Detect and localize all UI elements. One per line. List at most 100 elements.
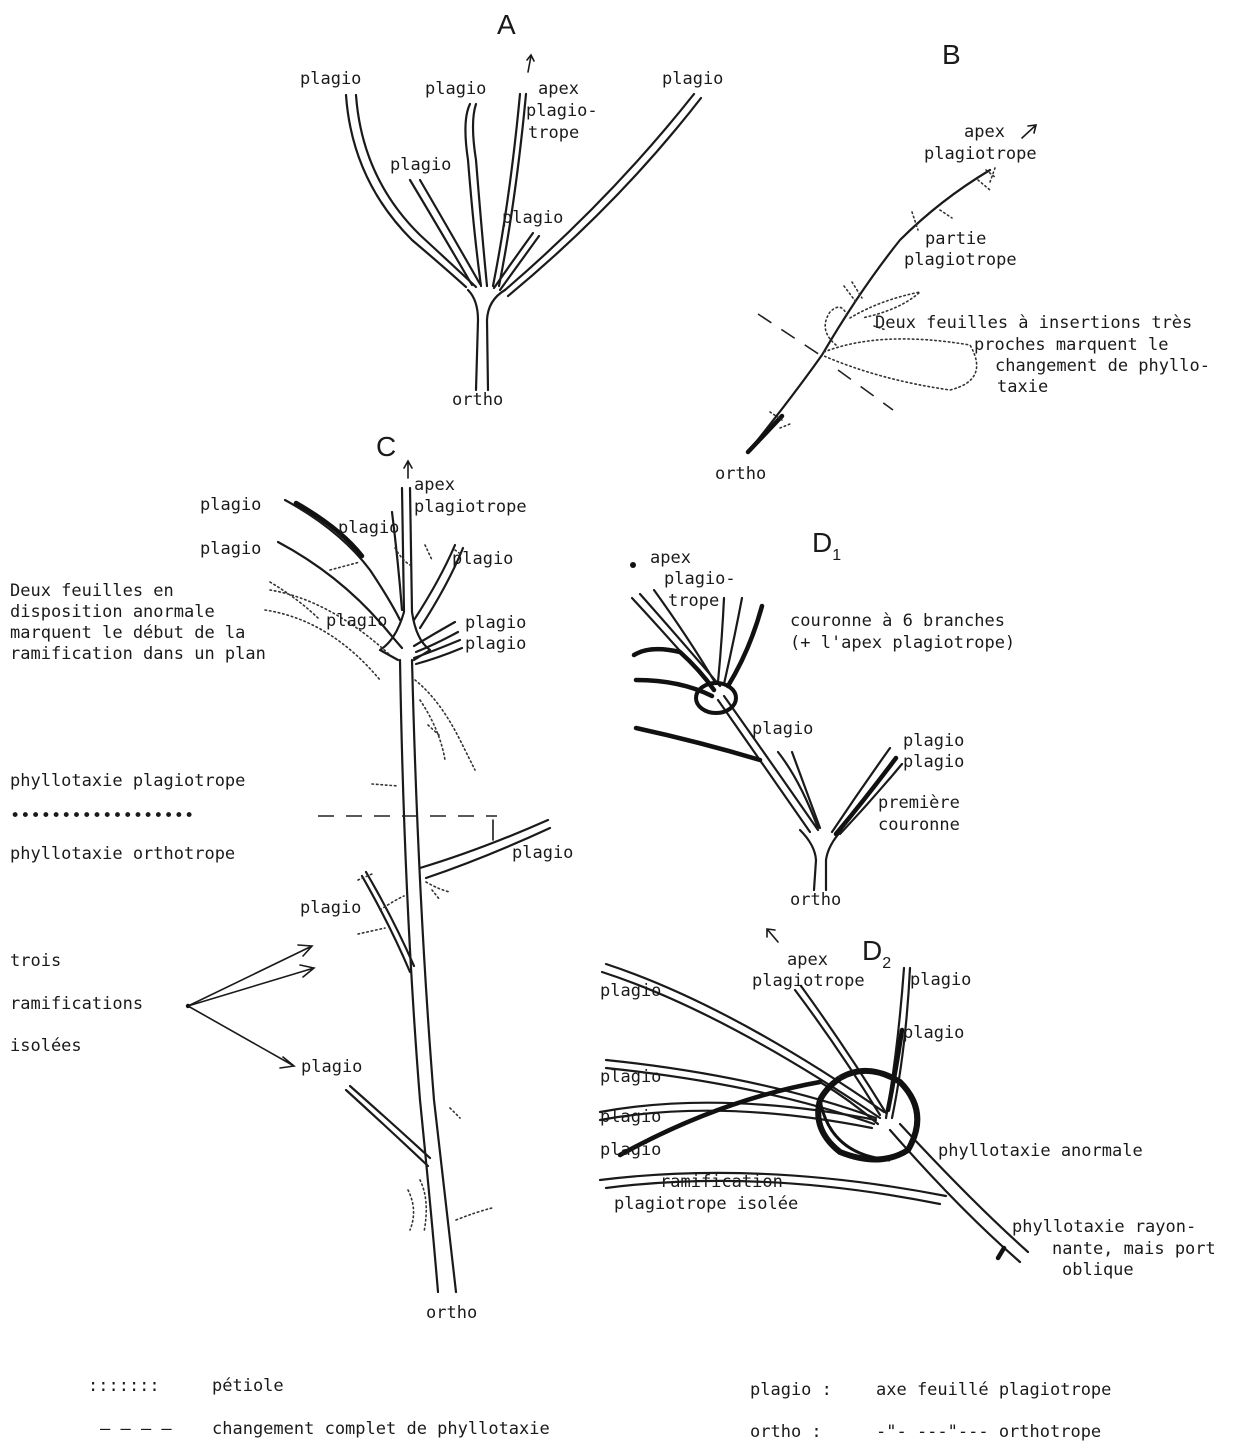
label-plagiotrope-isolee: plagiotrope isolée — [614, 1194, 798, 1214]
legend-ortho-definition: -"- ---"--- orthotrope — [876, 1422, 1101, 1442]
label-plagio: plagio — [903, 731, 964, 751]
arrow-isolated-3 — [188, 1006, 294, 1068]
dotted-separator: •••••••••••••••••• — [10, 806, 194, 826]
panel-d1-crown-circle — [696, 683, 736, 713]
panel-d1-trunk — [800, 830, 816, 890]
label-couronne-6: couronne à 6 branches — [790, 611, 1005, 631]
panel-c-branch-right-1 — [414, 622, 455, 646]
panel-c-branch-right-upper — [414, 545, 455, 620]
panel-b-heading: B — [942, 39, 961, 70]
label-plagio: plagio — [502, 208, 563, 228]
label-apex: apex — [414, 475, 455, 495]
label-ramifications: ramifications — [10, 994, 143, 1014]
panel-a-branch-left — [346, 95, 466, 287]
panel-c-heading: C — [376, 431, 396, 462]
legend: ::::::: pétiole — — — — changement compl… — [88, 1376, 1111, 1442]
panel-c: C — [10, 431, 573, 1323]
panel-d1: D1 apex plagio- trope couronne à 6 branc… — [630, 527, 1015, 910]
panel-c-apex-arrow — [404, 461, 412, 478]
arrow-isolated-1 — [188, 945, 312, 1006]
label-partie: partie — [925, 229, 986, 249]
label-ortho: ortho — [426, 1303, 477, 1323]
label-apex: apex — [964, 122, 1005, 142]
label-plagio: plagio — [452, 549, 513, 569]
note-line: disposition anormale — [10, 602, 215, 622]
panel-b-change-line — [758, 314, 820, 355]
label-plagiotrope: plagiotrope — [904, 250, 1017, 270]
label-ortho: ortho — [715, 464, 766, 484]
panel-a-branch-inner-left — [410, 180, 472, 285]
legend-dash-symbol: — — — — — [100, 1419, 172, 1439]
label-deux-feuilles: Deux feuilles à insertions très — [875, 313, 1192, 333]
label-couronne: couronne — [878, 815, 960, 835]
panel-a-ortho-trunk-left — [468, 290, 478, 390]
label-trope: trope — [668, 591, 719, 611]
label-phyllotaxie-rayon: phyllotaxie rayon- — [1012, 1217, 1196, 1237]
panel-a-ortho-trunk-right — [487, 290, 505, 390]
label-ramification: ramification — [660, 1172, 783, 1192]
legend-plagio-definition: axe feuillé plagiotrope — [876, 1380, 1111, 1400]
panel-b-stem — [748, 170, 990, 452]
label-plagio: plagio — [752, 719, 813, 739]
panel-a: A plagio plagio apex plagio- trope plagi… — [300, 9, 723, 410]
panel-b: B apex plagiotrope partie plagiotrope De… — [715, 39, 1210, 484]
label-proches: proches marquent le — [974, 335, 1168, 355]
label-plagio: plagio — [465, 634, 526, 654]
label-apex-plagiotrope-note: (+ l'apex plagiotrope) — [790, 633, 1015, 653]
panel-c-abnormal-leaves — [265, 582, 390, 680]
legend-changement-label: changement complet de phyllotaxie — [212, 1419, 550, 1439]
label-apex: apex — [787, 950, 828, 970]
label-plagio: plagio — [326, 611, 387, 631]
label-trois: trois — [10, 951, 61, 971]
label-plagio: plagio — [600, 1107, 661, 1127]
label-plagiotrope: plagiotrope — [414, 497, 527, 517]
label-plagio: plagio — [600, 1067, 661, 1087]
label-phyllotaxie-orthotrope: phyllotaxie orthotrope — [10, 844, 235, 864]
panel-b-leaf-large — [824, 339, 977, 390]
label-plagio: plagio — [903, 1023, 964, 1043]
label-phyllotaxie-anormale: phyllotaxie anormale — [938, 1141, 1143, 1161]
label-taxie: taxie — [997, 377, 1048, 397]
label-plagio: plagio — [338, 518, 399, 538]
panel-c-branch-left-isolated — [362, 876, 410, 972]
label-plagiotrope: plagiotrope — [924, 144, 1037, 164]
label-apex: apex — [538, 79, 579, 99]
label-plagio: plagio — [512, 843, 573, 863]
label-plagio-trope: plagio- — [526, 101, 598, 121]
note-line: Deux feuilles en — [10, 581, 174, 601]
label-plagio: plagio — [465, 613, 526, 633]
panel-c-main-axis — [400, 660, 438, 1292]
label-trope: trope — [528, 123, 579, 143]
label-plagio: plagio — [200, 539, 261, 559]
panel-a-heading: A — [497, 9, 516, 40]
label-plagio: plagio — [300, 69, 361, 89]
panel-d1-apex-dot — [630, 562, 636, 568]
label-plagio: plagio — [600, 981, 661, 1001]
label-phyllotaxie-plagiotrope: phyllotaxie plagiotrope — [10, 771, 245, 791]
label-plagio: plagio — [301, 1057, 362, 1077]
panel-d1-heading: D1 — [812, 527, 841, 564]
panel-c-branch-lower — [346, 1090, 428, 1166]
label-plagio: plagio — [600, 1140, 661, 1160]
label-plagio: plagio — [425, 79, 486, 99]
label-apex: apex — [650, 548, 691, 568]
label-plagio: plagio — [910, 970, 971, 990]
panel-d2: D2 apex plagiotrope plagio plagio plagi — [600, 929, 1216, 1280]
label-plagio: plagio — [300, 898, 361, 918]
panel-d2-apex-arrow — [767, 929, 778, 942]
arrow-isolated-2 — [188, 965, 314, 1006]
label-ortho: ortho — [452, 390, 503, 410]
legend-petiole-symbol: ::::::: — [88, 1376, 160, 1396]
label-oblique: oblique — [1062, 1260, 1134, 1280]
label-isolees: isolées — [10, 1036, 82, 1056]
note-line: ramification dans un plan — [10, 644, 266, 664]
label-plagio: plagio — [903, 752, 964, 772]
panel-c-branch-mid-left — [278, 542, 402, 648]
panel-a-apex-arrow — [527, 55, 534, 72]
label-plagio: plagio — [662, 69, 723, 89]
label-plagio-trope: plagio- — [664, 569, 736, 589]
label-plagio: plagio — [390, 155, 451, 175]
label-plagiotrope: plagiotrope — [752, 971, 865, 991]
label-nante: nante, mais port — [1052, 1239, 1216, 1259]
